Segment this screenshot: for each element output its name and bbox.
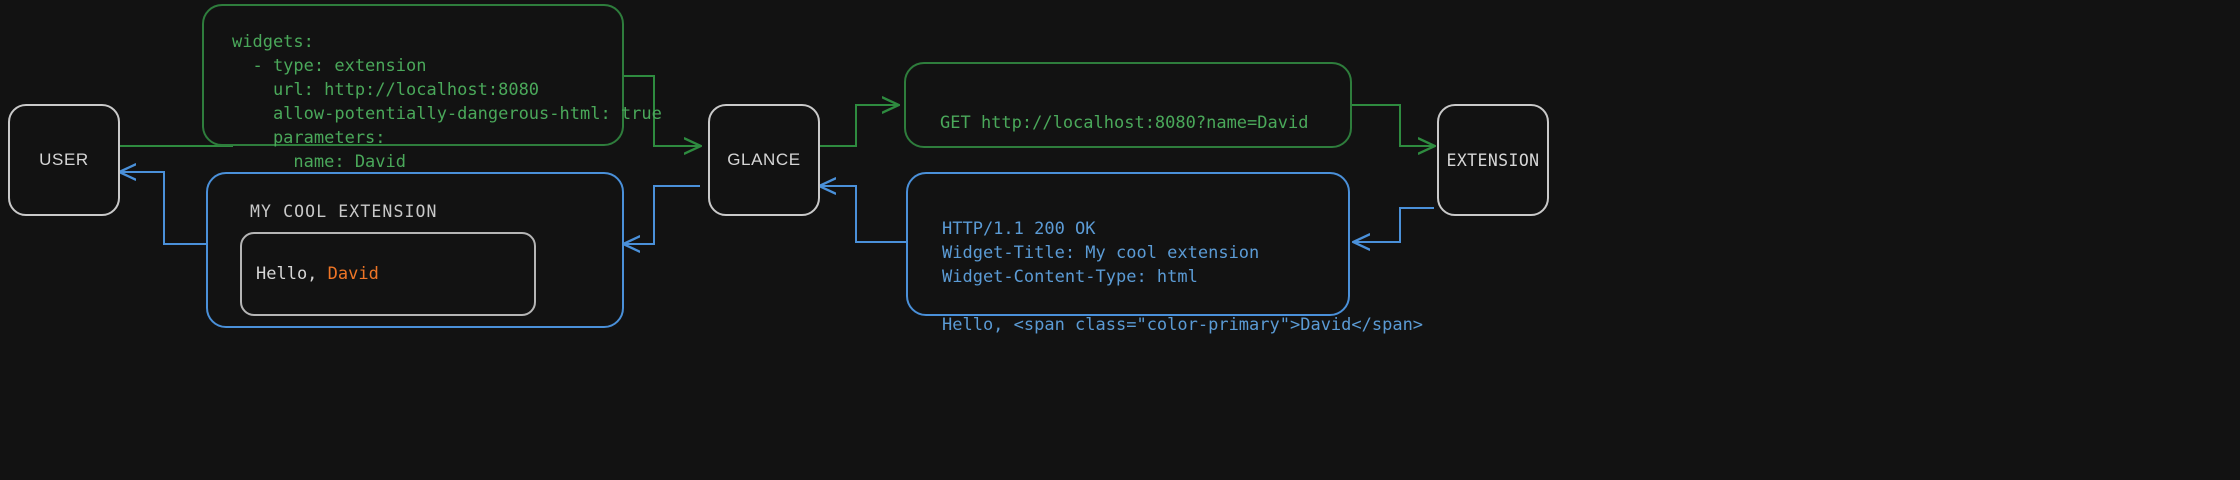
http-response-text: HTTP/1.1 200 OK Widget-Title: My cool ex… [942, 219, 1424, 335]
node-extension[interactable]: EXTENSION [1437, 104, 1549, 216]
widget-title: MY COOL EXTENSION [250, 202, 438, 221]
wire-widget-to-user [120, 172, 206, 245]
message-http-response: HTTP/1.1 200 OK Widget-Title: My cool ex… [906, 172, 1423, 335]
node-user[interactable]: USER [8, 104, 120, 216]
http-request-text: GET http://localhost:8080?name=David [940, 113, 1309, 133]
wire-glance-to-widget [624, 185, 700, 244]
widget-greeting-name: David [327, 264, 379, 284]
wire-glance-to-request [820, 105, 898, 147]
message-http-request: GET http://localhost:8080?name=David [904, 62, 1352, 148]
rendered-widget-container: MY COOL EXTENSION Hello, David [206, 172, 624, 328]
wire-request-to-extension [1352, 104, 1434, 146]
wire-response-to-glance [820, 186, 906, 243]
node-user-label: USER [39, 150, 89, 169]
widget-greeting-prefix: Hello, [256, 264, 328, 284]
message-yaml-config: widgets: - type: extension url: http://l… [202, 4, 662, 172]
node-glance[interactable]: GLANCE [708, 104, 820, 216]
node-extension-label: EXTENSION [1446, 150, 1540, 170]
widget-content-card: Hello, David [240, 232, 536, 316]
node-glance-label: GLANCE [727, 150, 801, 169]
yaml-config-text: widgets: - type: extension url: http://l… [232, 32, 662, 172]
widget-greeting: Hello, David [256, 264, 379, 284]
